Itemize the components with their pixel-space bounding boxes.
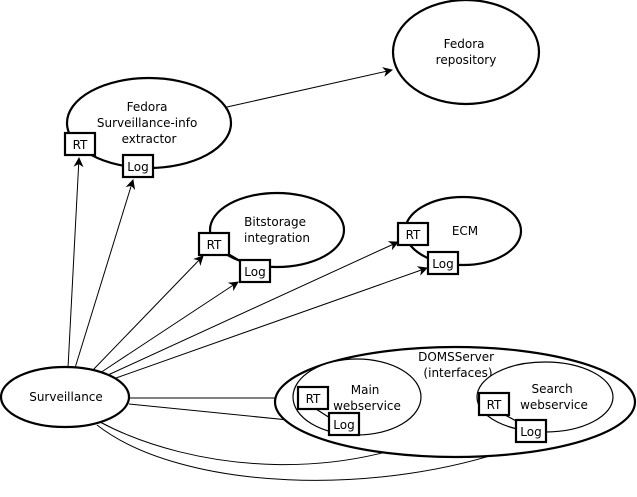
edge-surveillance-to-ecm-rt [107,241,399,376]
ecm-log-port [426,250,460,276]
main-log-label: Log [333,418,354,432]
main-rt-label: RT [306,392,321,406]
edge-surveillance-to-bitstorage-log [99,281,239,374]
search-rt-port [477,391,511,417]
label-line: extractor [122,132,177,146]
search-log-port [514,418,548,444]
bitstorage-rt-label: RT [207,238,222,252]
ecm-label: ECM [452,224,478,238]
bitstorage-log-port [238,258,272,284]
label-line: webservice [333,399,401,413]
label-line: repository [436,53,497,67]
extractor-rt-port [63,131,97,157]
search-webservice-label: Search webservice [520,382,588,412]
edge-surveillance-to-extractor-rt [67,157,84,369]
bitstorage-rt-port [197,231,231,257]
fedora-repository-ellipse [391,0,541,106]
label-line: (interfaces) [423,366,492,380]
ecm-rt-label: RT [406,228,421,242]
label-line: Main [351,383,380,397]
extractor-label: Fedora Surveillance-info extractor [97,100,201,146]
node-main-webservice: Main webservice RT Log [292,358,422,437]
ecm-rt-port [396,221,430,247]
extractor-log-port [121,153,155,179]
bitstorage-ellipse [208,191,346,269]
extractor-log-label: Log [127,160,148,174]
label-line: Surveillance-info [97,116,197,130]
edge-surveillance-to-ecm-log [115,266,428,379]
search-log-label: Log [520,425,541,439]
label-line: Bitstorage [244,215,306,229]
label-line: Search [531,382,572,396]
surveillance-ellipse [0,365,131,429]
edge-surveillance-to-bitstorage-rt [91,255,204,372]
surveillance-label: Surveillance [29,390,103,404]
node-fedora-repository: Fedora repository [391,0,541,106]
edge-surveillance-to-extractor-log [74,179,136,369]
node-surveillance: Surveillance [0,365,131,429]
node-extractor: Fedora Surveillance-info extractor RT Lo… [63,76,233,179]
node-ecm: ECM RT Log [396,195,523,276]
main-port-connector [315,408,331,419]
main-log-port [327,411,361,437]
domsserver-label: DOMSServer (interfaces) [418,350,498,380]
node-search-webservice: Search webservice RT Log [476,361,614,444]
node-bitstorage: Bitstorage integration RT Log [197,191,346,284]
ecm-log-label: Log [432,257,453,271]
fedora-repository-label: Fedora repository [436,37,497,67]
label-line: DOMSServer [418,350,494,364]
label-line: webservice [520,398,588,412]
extractor-rt-label: RT [73,138,88,152]
label-line: Fedora [127,100,168,114]
edge-surveillance-to-search-log [96,424,529,481]
bitstorage-label: Bitstorage integration [244,215,310,245]
bitstorage-log-label: Log [244,265,265,279]
main-webservice-label: Main webservice [333,383,401,413]
label-line: Fedora [444,37,485,51]
search-rt-label: RT [487,398,502,412]
main-rt-port [296,385,330,411]
edge-extractor-to-repository [226,67,393,108]
label-line: integration [244,231,310,245]
